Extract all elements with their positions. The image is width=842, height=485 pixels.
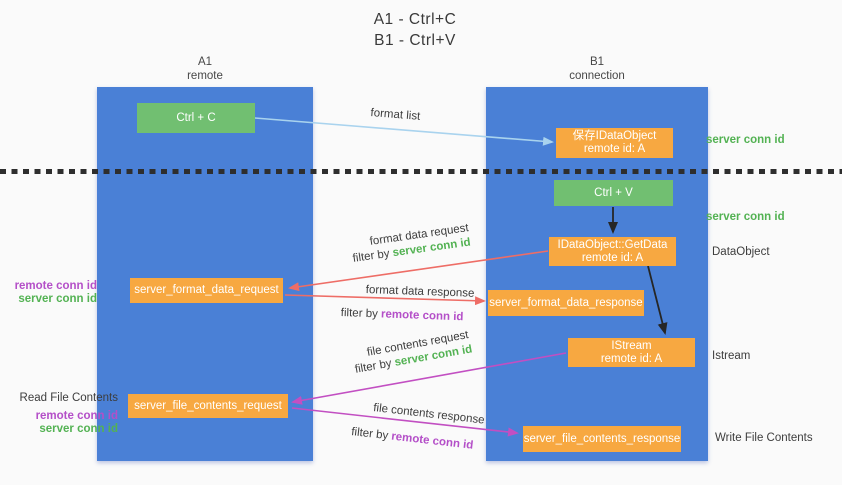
file-conn-id-annotation-block: remote conn id server conn id (0, 410, 118, 436)
dataobject-annotation: DataObject (712, 246, 770, 258)
getdata-line2: remote id: A (581, 251, 644, 264)
save-idataobject-line2: remote id: A (583, 143, 646, 155)
istream-node: IStream remote id: A (568, 338, 695, 367)
format-list-arrow-label: format list (370, 107, 421, 123)
server-format-data-request-node: server_format_data_request (130, 278, 283, 303)
lane-b-name: B1 (589, 56, 605, 68)
title-line-2: B1 - Ctrl+V (374, 32, 456, 49)
ctrl-v-node: Ctrl + V (554, 180, 673, 206)
filter-by-prefix: filter by (350, 426, 393, 443)
remote-conn-id-annotation-format: remote conn id (14, 280, 97, 292)
title-line-1: A1 - Ctrl+C (373, 11, 457, 28)
lane-a-role: remote (187, 69, 223, 82)
server-format-data-request-label: server_format_data_request (134, 284, 279, 296)
filter-by-prefix: filter by (352, 247, 394, 265)
ctrl-c-label: Ctrl + C (176, 111, 216, 124)
server-file-contents-request-label: server_file_contents_request (134, 399, 282, 412)
remote-conn-id-key: remote conn id (390, 430, 474, 452)
file-contents-response-filter-label: filter by remote conn id (351, 426, 474, 452)
lane-a-name: A1 (197, 56, 213, 68)
save-idataobject-line1: 保存IDataObject (572, 130, 657, 142)
server-format-data-response-node: server_format_data_response (488, 290, 644, 316)
format-data-response-arrow-label: format data response (365, 284, 475, 300)
remote-conn-id-annotation-file: remote conn id (35, 410, 118, 422)
remote-conn-id-key: remote conn id (380, 308, 464, 324)
lane-b-header: B1 connection (486, 56, 708, 83)
server-conn-id-annotation-top: server conn id (706, 134, 785, 146)
clipboard-boundary-dotted-line (0, 169, 842, 174)
format-data-response-filter-label: filter by remote conn id (341, 307, 464, 323)
server-conn-id-annotation-format: server conn id (18, 293, 97, 305)
write-file-contents-annotation: Write File Contents (715, 432, 813, 444)
server-conn-id-annotation-mid: server conn id (706, 211, 785, 223)
format-conn-id-annotation-block: remote conn id server conn id (0, 280, 97, 306)
server-format-data-response-label: server_format_data_response (489, 296, 643, 309)
getdata-line1: IDataObject::GetData (557, 238, 668, 251)
filter-by-prefix: filter by (340, 307, 382, 321)
server-file-contents-request-node: server_file_contents_request (128, 394, 288, 418)
diagram-title: A1 - Ctrl+C B1 - Ctrl+V (280, 9, 550, 51)
ctrl-c-node: Ctrl + C (137, 103, 255, 133)
istream-annotation: Istream (712, 350, 751, 362)
lane-b-role: connection (569, 69, 625, 82)
getdata-node: IDataObject::GetData remote id: A (549, 237, 676, 266)
server-file-contents-response-label: server_file_contents_response (523, 432, 681, 445)
server-conn-id-annotation-file: server conn id (39, 423, 118, 435)
filter-by-prefix: filter by (354, 357, 396, 376)
lane-a-header: A1 remote (97, 56, 313, 83)
ctrl-v-label: Ctrl + V (594, 186, 633, 199)
read-file-contents-annotation: Read File Contents (19, 392, 118, 404)
istream-line2: remote id: A (600, 352, 663, 365)
file-contents-response-arrow-label: file contents response (372, 402, 486, 427)
save-idataobject-node: 保存IDataObject remote id: A (556, 128, 673, 158)
server-file-contents-response-node: server_file_contents_response (523, 426, 681, 452)
istream-line1: IStream (611, 339, 652, 352)
